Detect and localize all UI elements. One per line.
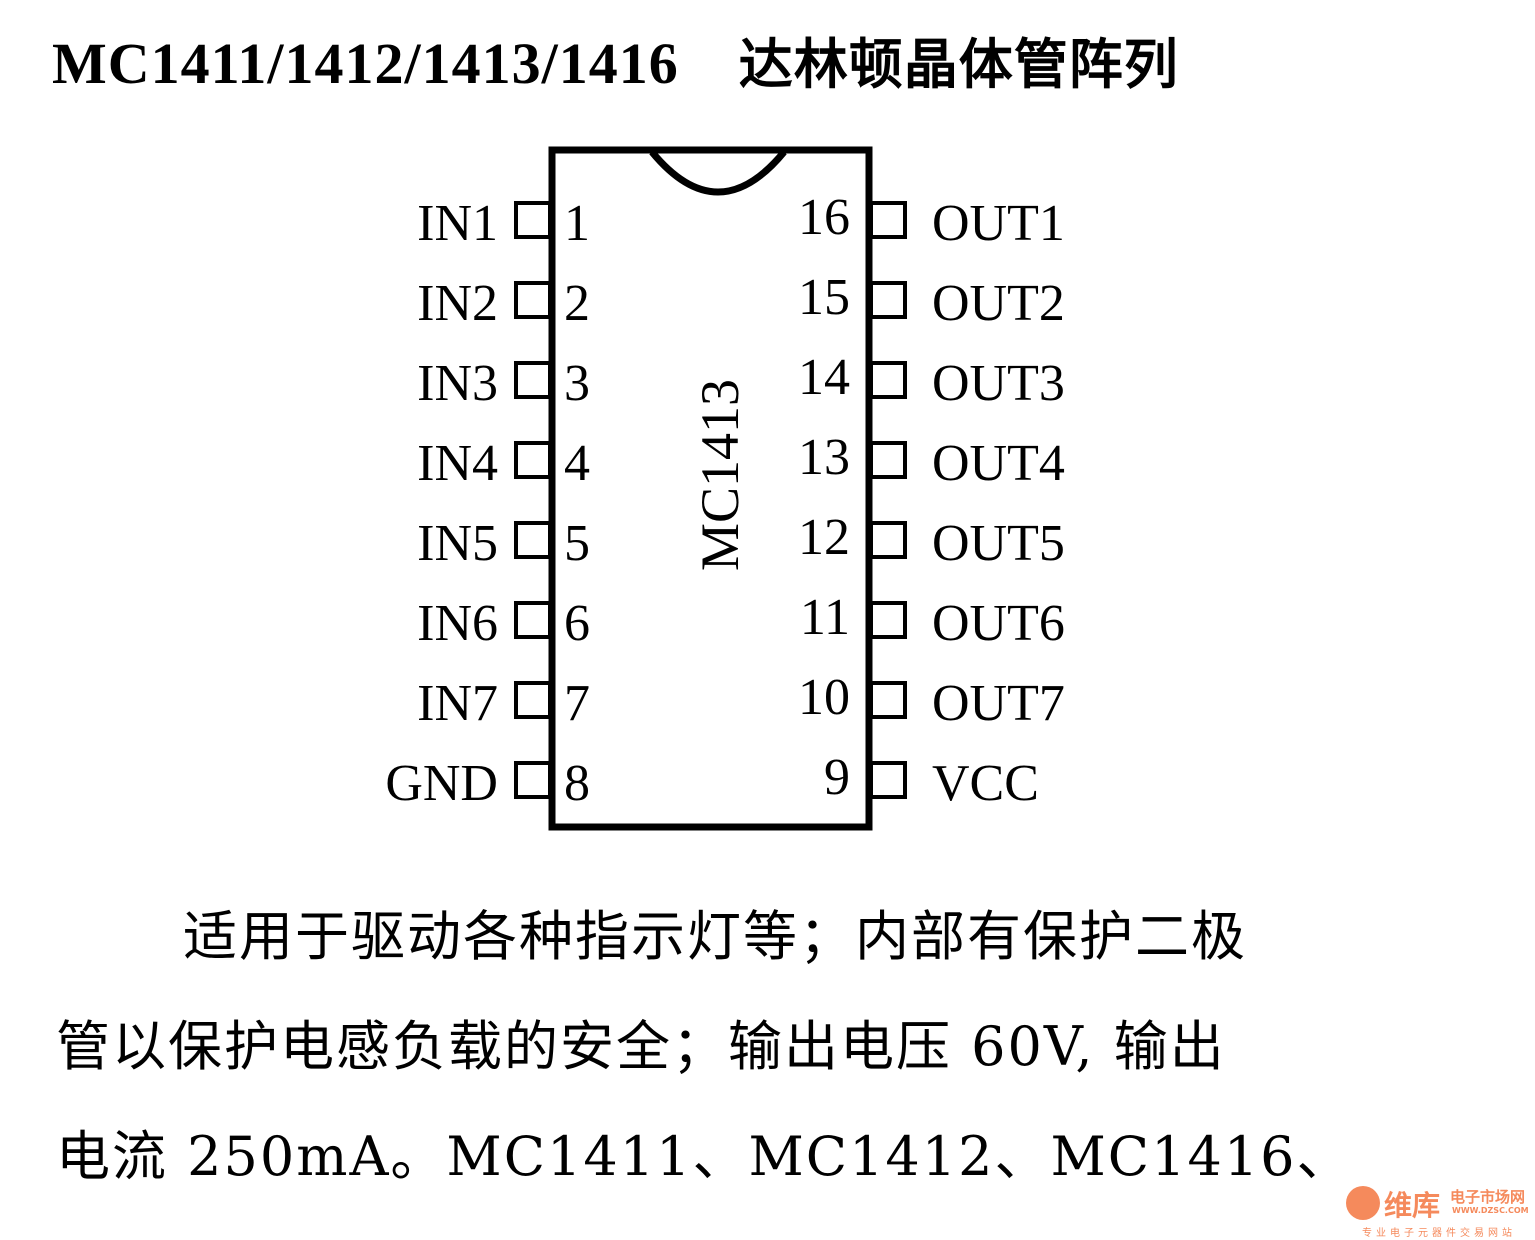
pin-pad — [869, 601, 907, 639]
pin-pad — [869, 201, 907, 239]
pin-pad — [869, 441, 907, 479]
pin-pad — [869, 281, 907, 319]
chip-outline — [548, 146, 873, 831]
pin-name: VCC — [932, 755, 1039, 812]
pin-number: 3 — [564, 355, 590, 412]
pin-name: OUT6 — [932, 595, 1065, 652]
pin-pad — [514, 361, 552, 399]
pin-pad — [869, 361, 907, 399]
pin-pad — [869, 761, 907, 799]
watermark-url: WWW.DZSC.COM — [1452, 1206, 1529, 1215]
title-part-numbers: MC1411/1412/1413/1416 — [52, 31, 679, 96]
pin-number: 4 — [564, 435, 590, 492]
pin-number: 6 — [564, 595, 590, 652]
pin-name: IN1 — [417, 195, 498, 252]
description-line-3: 电流 250mA。MC1411、MC1412、MC1416、 — [56, 1125, 1353, 1188]
watermark-slogan: 专业电子元器件交易网站 — [1362, 1228, 1516, 1239]
chip-body: MC1413 — [548, 146, 873, 831]
pin-number: 2 — [564, 275, 590, 332]
watermark-site: 电子市场网 — [1450, 1188, 1526, 1206]
pin-pad — [514, 281, 552, 319]
pin-number: 11 — [800, 589, 850, 646]
pin-pad — [869, 521, 907, 559]
pin-name: IN5 — [417, 515, 498, 572]
pin-name: IN2 — [417, 275, 498, 332]
pin-name: IN7 — [417, 675, 498, 732]
watermark-brand: 维库 — [1384, 1189, 1441, 1222]
pin-pad — [514, 441, 552, 479]
pin-pad — [514, 521, 552, 559]
pin-name: OUT1 — [932, 195, 1065, 252]
pin-number: 9 — [824, 749, 850, 806]
circuit-logo-icon — [1346, 1186, 1380, 1220]
pin-pad — [514, 601, 552, 639]
pin-number: 14 — [798, 349, 850, 406]
pin-number: 12 — [798, 509, 850, 566]
pin-number: 10 — [798, 669, 850, 726]
pin-name: IN6 — [417, 595, 498, 652]
pin-pad — [514, 681, 552, 719]
pin-number: 1 — [564, 195, 590, 252]
pin-name: IN3 — [417, 355, 498, 412]
pin-pad — [514, 761, 552, 799]
pin-name: GND — [385, 755, 498, 812]
pin-name: IN4 — [417, 435, 498, 492]
description-line-1: 适用于驱动各种指示灯等；内部有保护二极 — [183, 905, 1247, 968]
pin-name: OUT3 — [932, 355, 1065, 412]
description-line-2: 管以保护电感负载的安全；输出电压 60V, 输出 — [56, 1015, 1226, 1078]
pin-pad — [869, 681, 907, 719]
pin-number: 7 — [564, 675, 590, 732]
pin-number: 13 — [798, 429, 850, 486]
pin-name: OUT4 — [932, 435, 1065, 492]
page-title: MC1411/1412/1413/1416 达林顿晶体管阵列 — [52, 20, 1179, 99]
pin-name: OUT2 — [932, 275, 1065, 332]
pin-name: OUT7 — [932, 675, 1065, 732]
pin-number: 16 — [798, 189, 850, 246]
pin-number: 15 — [798, 269, 850, 326]
watermark-logo: 维库 电子市场网 WWW.DZSC.COM 专业电子元器件交易网站 — [1346, 1184, 1531, 1239]
pin-name: OUT5 — [932, 515, 1065, 572]
chip-notch — [649, 149, 787, 196]
pin-pad — [514, 201, 552, 239]
title-name: 达林顿晶体管阵列 — [738, 33, 1179, 96]
pin-number: 8 — [564, 755, 590, 812]
pin-number: 5 — [564, 515, 590, 572]
chip-label: MC1413 — [690, 379, 750, 571]
